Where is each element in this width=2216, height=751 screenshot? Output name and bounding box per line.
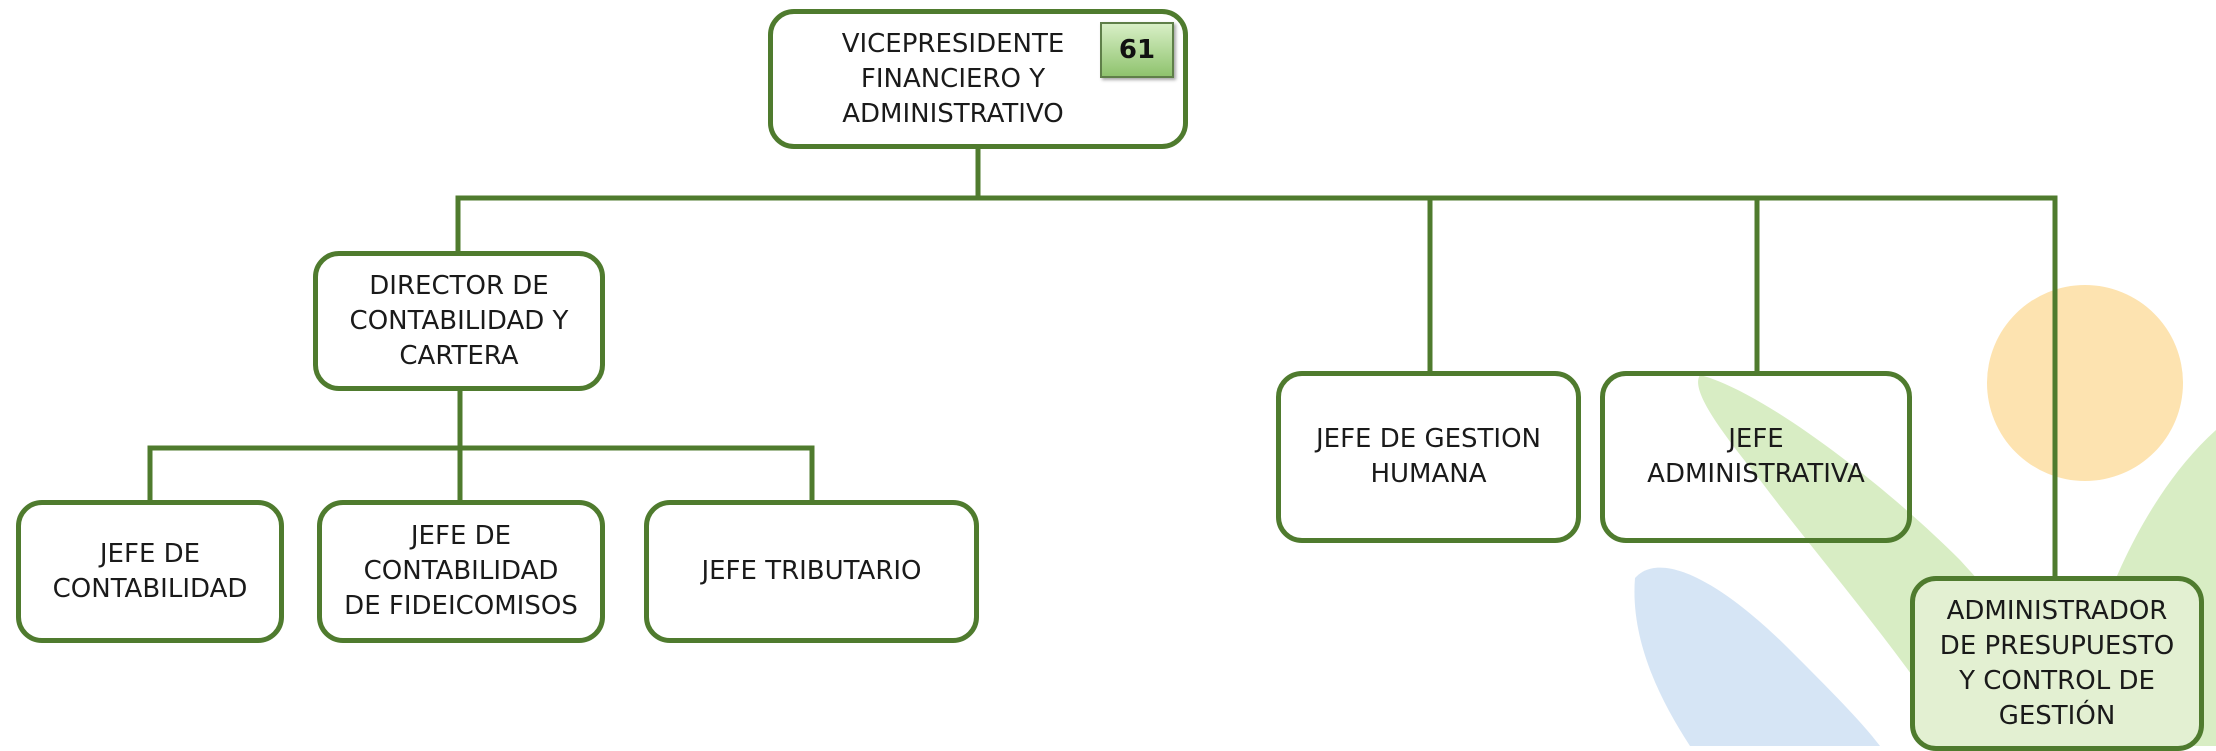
jefe-contabilidad-box: JEFE DE CONTABILIDAD — [16, 500, 284, 643]
jefe-administrativa-box: JEFE ADMINISTRATIVA — [1600, 371, 1912, 543]
admin-presupuesto-box: ADMINISTRADOR DE PRESUPUESTO Y CONTROL D… — [1910, 576, 2204, 751]
logo-orange-circle — [1987, 285, 2183, 481]
jefe-tributario-box: JEFE TRIBUTARIO — [644, 500, 979, 643]
connector-main-bus — [455, 195, 2058, 581]
connector-sub-bus — [147, 445, 815, 505]
vp-financiero-box: VICEPRESIDENTE FINANCIERO Y ADMINISTRATI… — [768, 9, 1188, 149]
jefe-fideicomisos-label: JEFE DE CONTABILIDAD DE FIDEICOMISOS — [344, 521, 578, 621]
jefe-gestion-humana-label: JEFE DE GESTION HUMANA — [1316, 424, 1541, 489]
jefe-tributario-label: JEFE TRIBUTARIO — [701, 556, 922, 586]
vp-financiero-label: VICEPRESIDENTE FINANCIERO Y ADMINISTRATI… — [841, 28, 1065, 129]
logo-blue-leaf — [1634, 567, 1880, 746]
connector-lines — [147, 145, 2058, 581]
director-contabilidad-label: DIRECTOR DE CONTABILIDAD Y CARTERA — [349, 270, 569, 371]
admin-presupuesto-label: ADMINISTRADOR DE PRESUPUESTO Y CONTROL D… — [1939, 595, 2175, 731]
jefe-fideicomisos-box: JEFE DE CONTABILIDAD DE FIDEICOMISOS — [317, 500, 605, 643]
jefe-contabilidad-label: JEFE DE CONTABILIDAD — [52, 538, 248, 604]
director-contabilidad-box: DIRECTOR DE CONTABILIDAD Y CARTERA — [313, 251, 605, 391]
jefe-gestion-humana-box: JEFE DE GESTION HUMANA — [1276, 371, 1581, 543]
jefe-administrativa-label: JEFE ADMINISTRATIVA — [1647, 424, 1865, 489]
vp-badge: 61 — [1100, 22, 1174, 78]
